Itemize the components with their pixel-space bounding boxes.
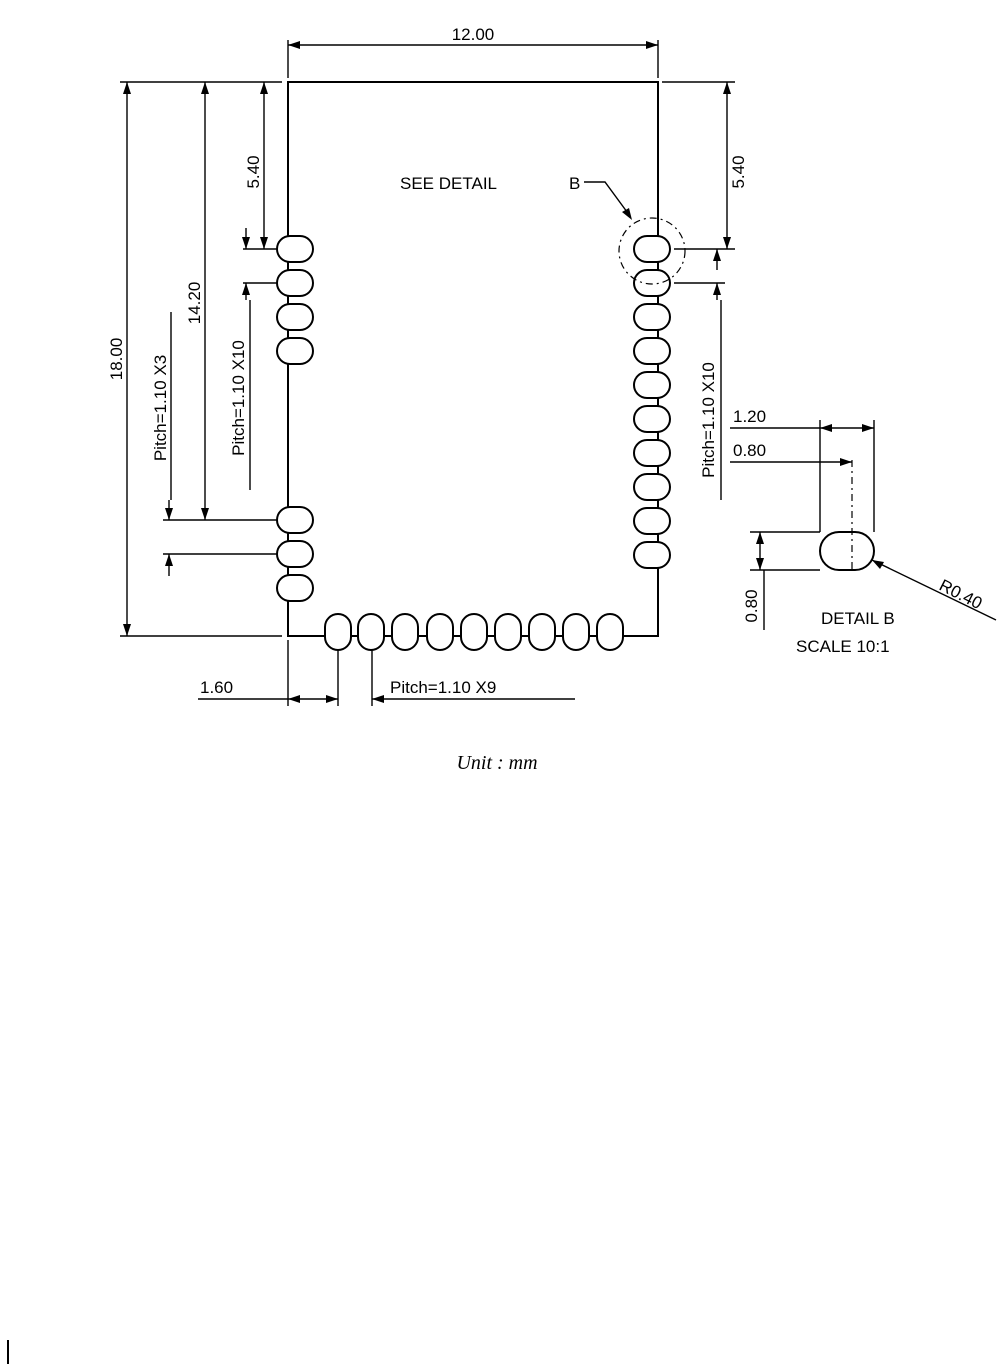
pad (597, 614, 623, 650)
pad (427, 614, 453, 650)
pad (325, 614, 351, 650)
dim-left-upper-pitch-label: Pitch=1.10 X10 (229, 340, 248, 456)
detail-scale: SCALE 10:1 (796, 637, 890, 656)
dim-right-pitch: Pitch=1.10 X10 (674, 249, 725, 500)
pad (634, 474, 670, 500)
detail-title: DETAIL B (821, 609, 895, 628)
pad (634, 542, 670, 568)
pad (277, 541, 313, 567)
pad (563, 614, 589, 650)
dim-left-pin1-offset: 5.40 (244, 82, 268, 249)
pad (277, 236, 313, 262)
dim-right-pitch-label: Pitch=1.10 X10 (699, 362, 718, 478)
detail-ref-label: B (569, 174, 580, 193)
pad (634, 270, 670, 296)
dim-left-lower-offset-label: 14.20 (185, 282, 204, 325)
pad (495, 614, 521, 650)
pad (277, 507, 313, 533)
unit-caption: Unit : mm (456, 752, 537, 774)
right-pads (634, 236, 670, 568)
pad (634, 304, 670, 330)
detail-radius-label: R0.40 (936, 576, 985, 614)
dim-width-top: 12.00 (288, 25, 658, 78)
pad (634, 440, 670, 466)
dim-left-pin1-offset-label: 5.40 (244, 155, 263, 188)
pad (529, 614, 555, 650)
see-detail-callout: SEE DETAIL B (400, 174, 685, 284)
pad (634, 372, 670, 398)
dim-left-upper-pitch: Pitch=1.10 X10 (229, 228, 277, 490)
dim-bottom-left-offset-label: 1.60 (200, 678, 233, 697)
dim-left-lower-pitch-label: Pitch=1.10 X3 (151, 355, 170, 461)
pad (634, 406, 670, 432)
pad (277, 270, 313, 296)
pad (392, 614, 418, 650)
detail-b-view: 1.20 0.80 0.80 R0.40 DETAIL B SCALE 10:1 (730, 407, 996, 656)
pad (634, 508, 670, 534)
pad (358, 614, 384, 650)
bottom-pads (325, 614, 623, 650)
see-detail-label: SEE DETAIL (400, 174, 497, 193)
pad (277, 338, 313, 364)
dim-right-pin1-offset: 5.40 (662, 82, 748, 249)
detail-pad (820, 532, 874, 570)
left-upper-pads (277, 236, 313, 364)
dim-bottom: 1.60 Pitch=1.10 X9 (198, 640, 575, 706)
module-outline (288, 82, 658, 636)
detail-pad-inner-label: 0.80 (733, 441, 766, 460)
pad (277, 304, 313, 330)
dim-width-top-label: 12.00 (452, 25, 495, 44)
detail-pad-width-label: 0.80 (742, 589, 761, 622)
detail-pad-length-label: 1.20 (733, 407, 766, 426)
dim-left-lower-pitch: Pitch=1.10 X3 (151, 312, 277, 576)
page-edge-mark (7, 1340, 9, 1364)
dim-bottom-pitch-label: Pitch=1.10 X9 (390, 678, 496, 697)
dim-left-lower-offset: 14.20 (185, 82, 209, 520)
pad (461, 614, 487, 650)
left-lower-pads (277, 507, 313, 601)
pad (634, 338, 670, 364)
pad (277, 575, 313, 601)
pad (634, 236, 670, 262)
dim-right-pin1-offset-label: 5.40 (729, 155, 748, 188)
dim-height-left-label: 18.00 (107, 338, 126, 381)
